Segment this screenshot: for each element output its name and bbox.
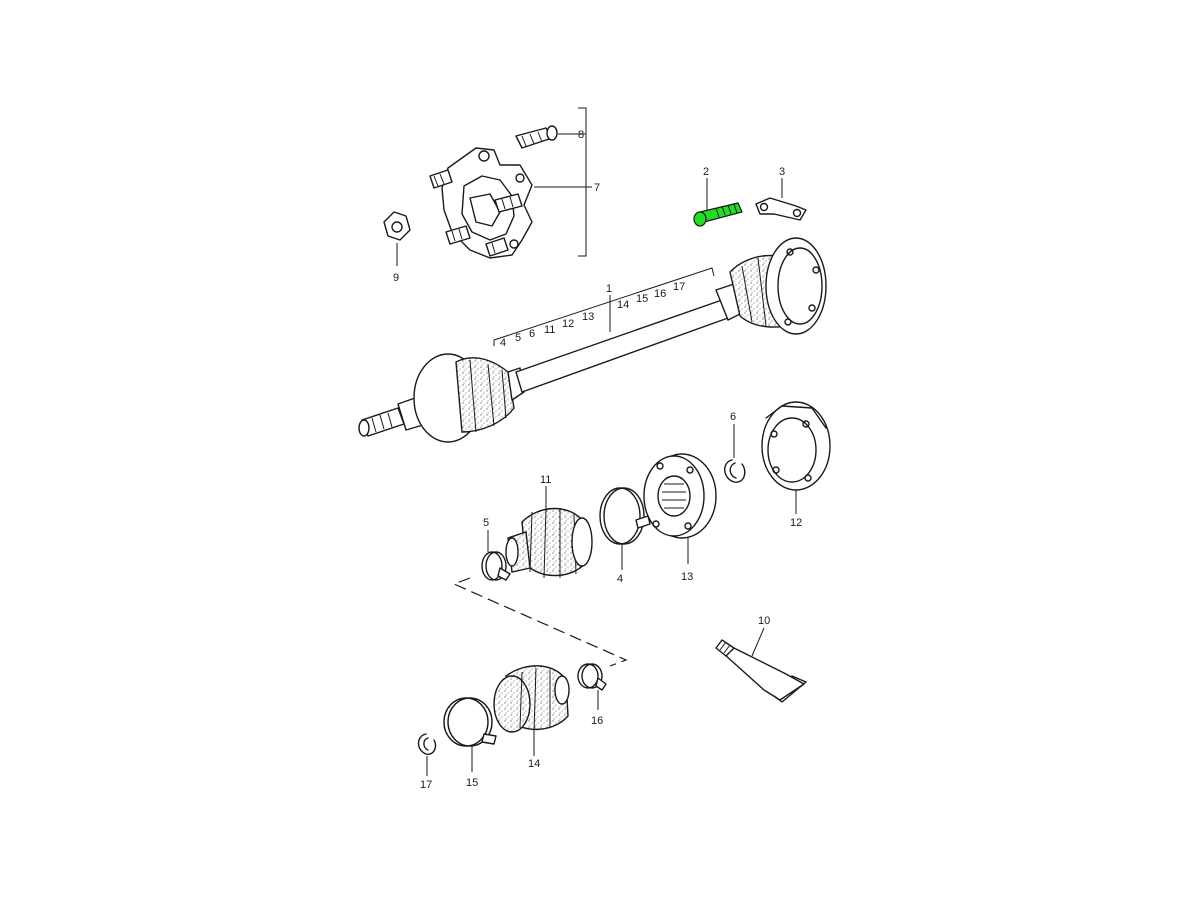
callout-12: 12 — [790, 517, 802, 529]
callout-10: 10 — [758, 615, 770, 627]
joint-boot-11[interactable] — [505, 486, 593, 579]
callout-2: 2 — [703, 166, 709, 178]
shaft-group-bracket — [493, 267, 715, 346]
hub-bolt-8[interactable] — [515, 125, 576, 149]
clamp-5[interactable] — [481, 530, 511, 581]
lock-plate-3[interactable] — [755, 178, 807, 221]
callout-13: 13 — [681, 571, 693, 583]
outer-boot-14[interactable] — [493, 665, 570, 756]
group-11: 11 — [544, 324, 555, 336]
hex-nut-9[interactable] — [383, 211, 411, 266]
group-6: 6 — [529, 328, 535, 340]
group-15: 15 — [636, 293, 648, 305]
joint-flange-12[interactable] — [761, 401, 831, 514]
callout-7: 7 — [594, 182, 600, 194]
clamp-band-4[interactable] — [599, 487, 651, 570]
callout-9: 9 — [393, 272, 399, 284]
group-13: 13 — [582, 311, 594, 323]
exploded-view-leader — [452, 577, 628, 667]
callout-16: 16 — [591, 715, 603, 727]
group-4: 4 — [500, 337, 506, 349]
callout-4: 4 — [617, 573, 623, 585]
drive-shaft-1[interactable] — [358, 237, 827, 443]
cv-joint-13[interactable] — [643, 453, 717, 564]
callout-6: 6 — [730, 411, 736, 423]
callout-8: 8 — [578, 129, 584, 141]
grease-tube-10[interactable] — [715, 627, 807, 703]
group-5: 5 — [515, 332, 521, 344]
callout-14: 14 — [528, 758, 540, 770]
callout-5: 5 — [483, 517, 489, 529]
group-bracket-7-8 — [578, 107, 587, 257]
callout-3: 3 — [779, 166, 785, 178]
callout-17: 17 — [420, 779, 432, 791]
wheel-stud[interactable] — [429, 169, 523, 257]
group-12: 12 — [562, 318, 574, 330]
callout-1: 1 — [606, 283, 612, 295]
group-14: 14 — [617, 299, 629, 311]
clamp-band-15[interactable] — [443, 697, 497, 772]
circlip-6[interactable] — [724, 424, 746, 483]
group-17: 17 — [673, 281, 685, 293]
circlip-17[interactable] — [417, 733, 437, 776]
clamp-16[interactable] — [577, 663, 607, 710]
callout-15: 15 — [466, 777, 478, 789]
group-16: 16 — [654, 288, 666, 300]
bolt-2-highlighted[interactable] — [693, 178, 743, 227]
callout-11: 11 — [540, 474, 551, 486]
